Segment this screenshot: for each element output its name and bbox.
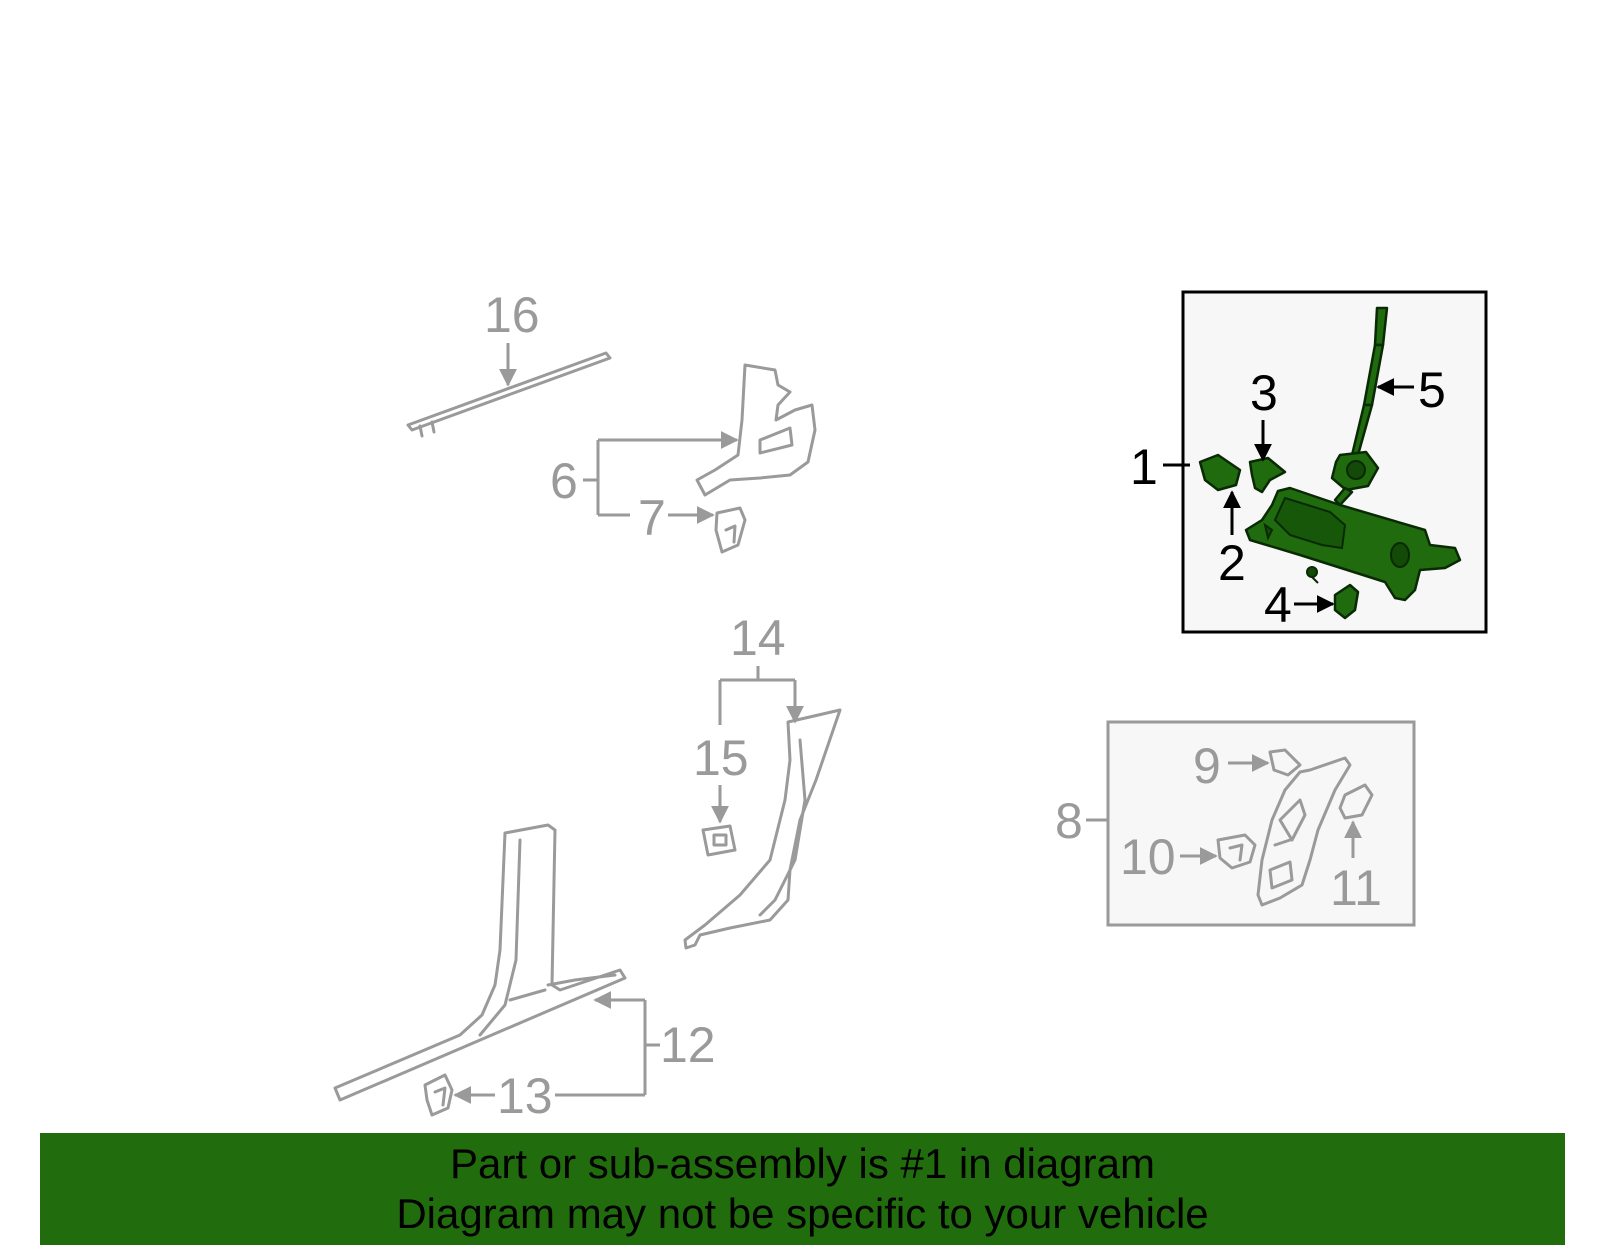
callout-6: 6	[550, 453, 578, 509]
notice-line-2: Diagram may not be specific to your vehi…	[396, 1190, 1209, 1237]
callout-13: 13	[497, 1068, 553, 1124]
part-14-center-pillar-trim	[683, 708, 842, 950]
callout-5: 5	[1418, 362, 1446, 418]
part-16-trim-strip	[406, 351, 612, 438]
part-13-clip	[423, 1073, 454, 1117]
bracket-14	[718, 666, 795, 725]
part-12-sill-plate	[333, 823, 627, 1102]
callout-11: 11	[1330, 860, 1382, 916]
highlight-box-1	[1181, 290, 1488, 634]
callout-3: 3	[1250, 365, 1278, 421]
callout-7: 7	[638, 490, 666, 546]
bracket-12	[643, 1000, 660, 1095]
bracket-6	[583, 440, 737, 515]
callout-10: 10	[1120, 829, 1176, 885]
callout-2: 2	[1218, 535, 1246, 591]
callout-14: 14	[730, 610, 786, 666]
part-7-clip	[714, 506, 747, 554]
part-15-clip	[701, 824, 737, 857]
callout-1: 1	[1130, 439, 1158, 495]
callout-12: 12	[660, 1017, 716, 1073]
notice-line-1: Part or sub-assembly is #1 in diagram	[450, 1140, 1155, 1187]
callout-8: 8	[1055, 793, 1083, 849]
notice-banner: Part or sub-assembly is #1 in diagram Di…	[40, 1133, 1565, 1245]
callout-16: 16	[484, 287, 540, 343]
callout-15: 15	[693, 730, 749, 786]
part-4-clip	[1333, 583, 1360, 620]
part-6-pillar-trim	[695, 363, 817, 497]
part-2-bezel	[1198, 453, 1242, 492]
callout-9: 9	[1193, 738, 1221, 794]
part-1-quarter-trim-assembly[interactable]	[1198, 306, 1462, 620]
part-10-clip	[1216, 833, 1257, 870]
part-8-pillar-trim	[1256, 756, 1352, 907]
callout-4: 4	[1264, 577, 1292, 633]
part-11-clip	[1338, 783, 1374, 820]
part-9-clip	[1268, 748, 1302, 777]
